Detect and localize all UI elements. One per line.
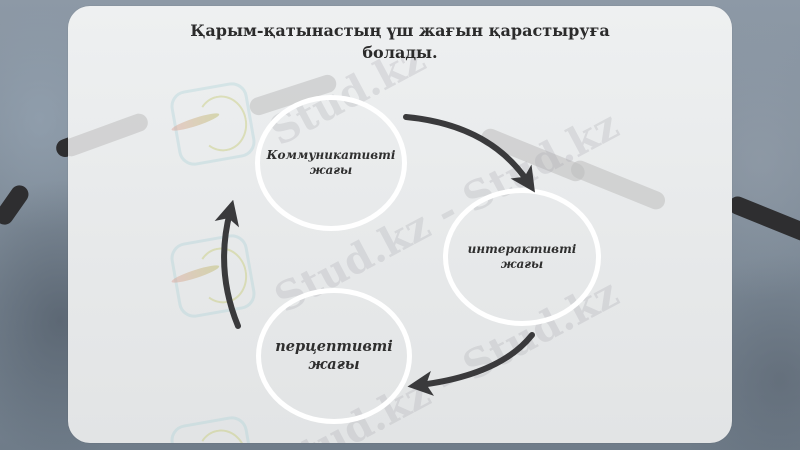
slide-title-line-2: болады. (362, 43, 438, 62)
node-communicative: Коммуникативті жағы (255, 95, 407, 231)
slide-title-line-1: Қарым-қатынастың үш жағын қарастыруға (190, 21, 610, 40)
slide-title: Қарым-қатынастың үш жағын қарастыруға бо… (128, 20, 672, 64)
watermark-logo-icon (167, 231, 259, 321)
decorative-stroke-ghost (568, 157, 668, 213)
watermark-logo-icon (167, 79, 259, 169)
node-interactive: интерактивті жағы (443, 188, 601, 326)
node-communicative-sublabel: жағы (309, 163, 353, 177)
node-perceptive-label: перцептивті (275, 337, 393, 355)
node-communicative-label: Коммуникативті (266, 148, 396, 162)
slide-card: Stud.kz Stud.kz - Stud.kz Stud.kz - Stud… (68, 6, 732, 443)
node-interactive-label: интерактивті (467, 242, 577, 256)
decorative-stroke-ghost (478, 126, 588, 184)
node-perceptive-sublabel: жағы (308, 356, 360, 373)
node-perceptive: перцептивті жағы (256, 288, 412, 424)
watermark-logo-icon (167, 413, 259, 443)
decorative-stroke-ghost (68, 111, 151, 159)
node-interactive-sublabel: жағы (500, 257, 544, 271)
